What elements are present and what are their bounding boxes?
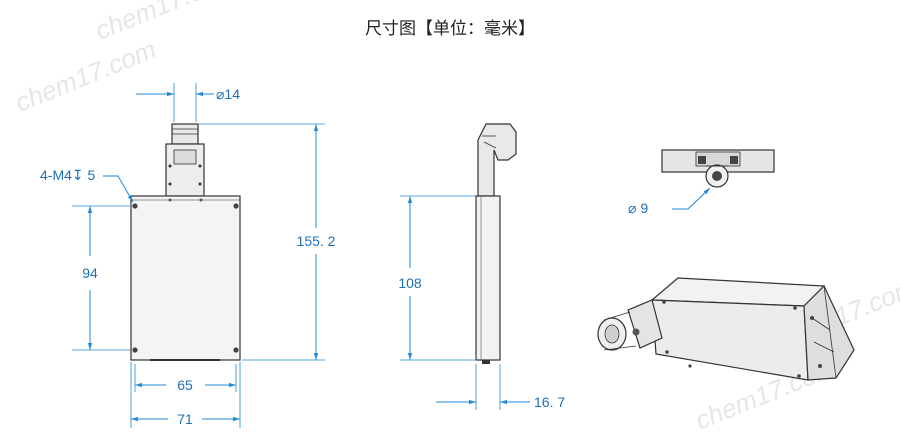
dim-thickness: 16. 7 [534, 394, 565, 410]
mount-hole-tl [132, 203, 138, 209]
mount-hole-br [233, 347, 239, 353]
front-body [130, 195, 241, 361]
dim-overall-height: 155. 2 [297, 233, 336, 249]
front-dimensions: ⌀14 4-M4↧ 5 94 155. 2 65 71 [40, 83, 336, 428]
iso-view [597, 277, 855, 381]
top-dimensions: ⌀ 9 [628, 187, 711, 216]
iso-front-face [651, 299, 809, 381]
front-view [130, 123, 241, 361]
iso-right-face [803, 284, 855, 381]
dim-mount-holes: 4-M4↧ 5 [40, 167, 96, 183]
side-body [475, 195, 501, 361]
dim-hole-spacing-horizontal: 65 [177, 377, 193, 393]
side-view [475, 123, 517, 364]
dim-hole-spacing-vertical: 94 [82, 265, 98, 281]
top-view [661, 149, 775, 188]
dim-overall-width: 71 [177, 411, 193, 427]
side-dimensions: 108 16. 7 [398, 195, 565, 410]
mount-hole-bl [132, 347, 138, 353]
watermark-top-left: chem17.com [91, 0, 240, 46]
dim-top-diameter: ⌀ 9 [628, 200, 648, 216]
watermark-left: chem17.com [11, 34, 160, 118]
dim-connector-diameter: ⌀14 [216, 86, 240, 102]
mount-hole-tr [233, 203, 239, 209]
page-title: 尺寸图【单位：毫米】 [365, 19, 535, 39]
side-connector [477, 123, 517, 197]
dim-side-length: 108 [398, 275, 422, 291]
